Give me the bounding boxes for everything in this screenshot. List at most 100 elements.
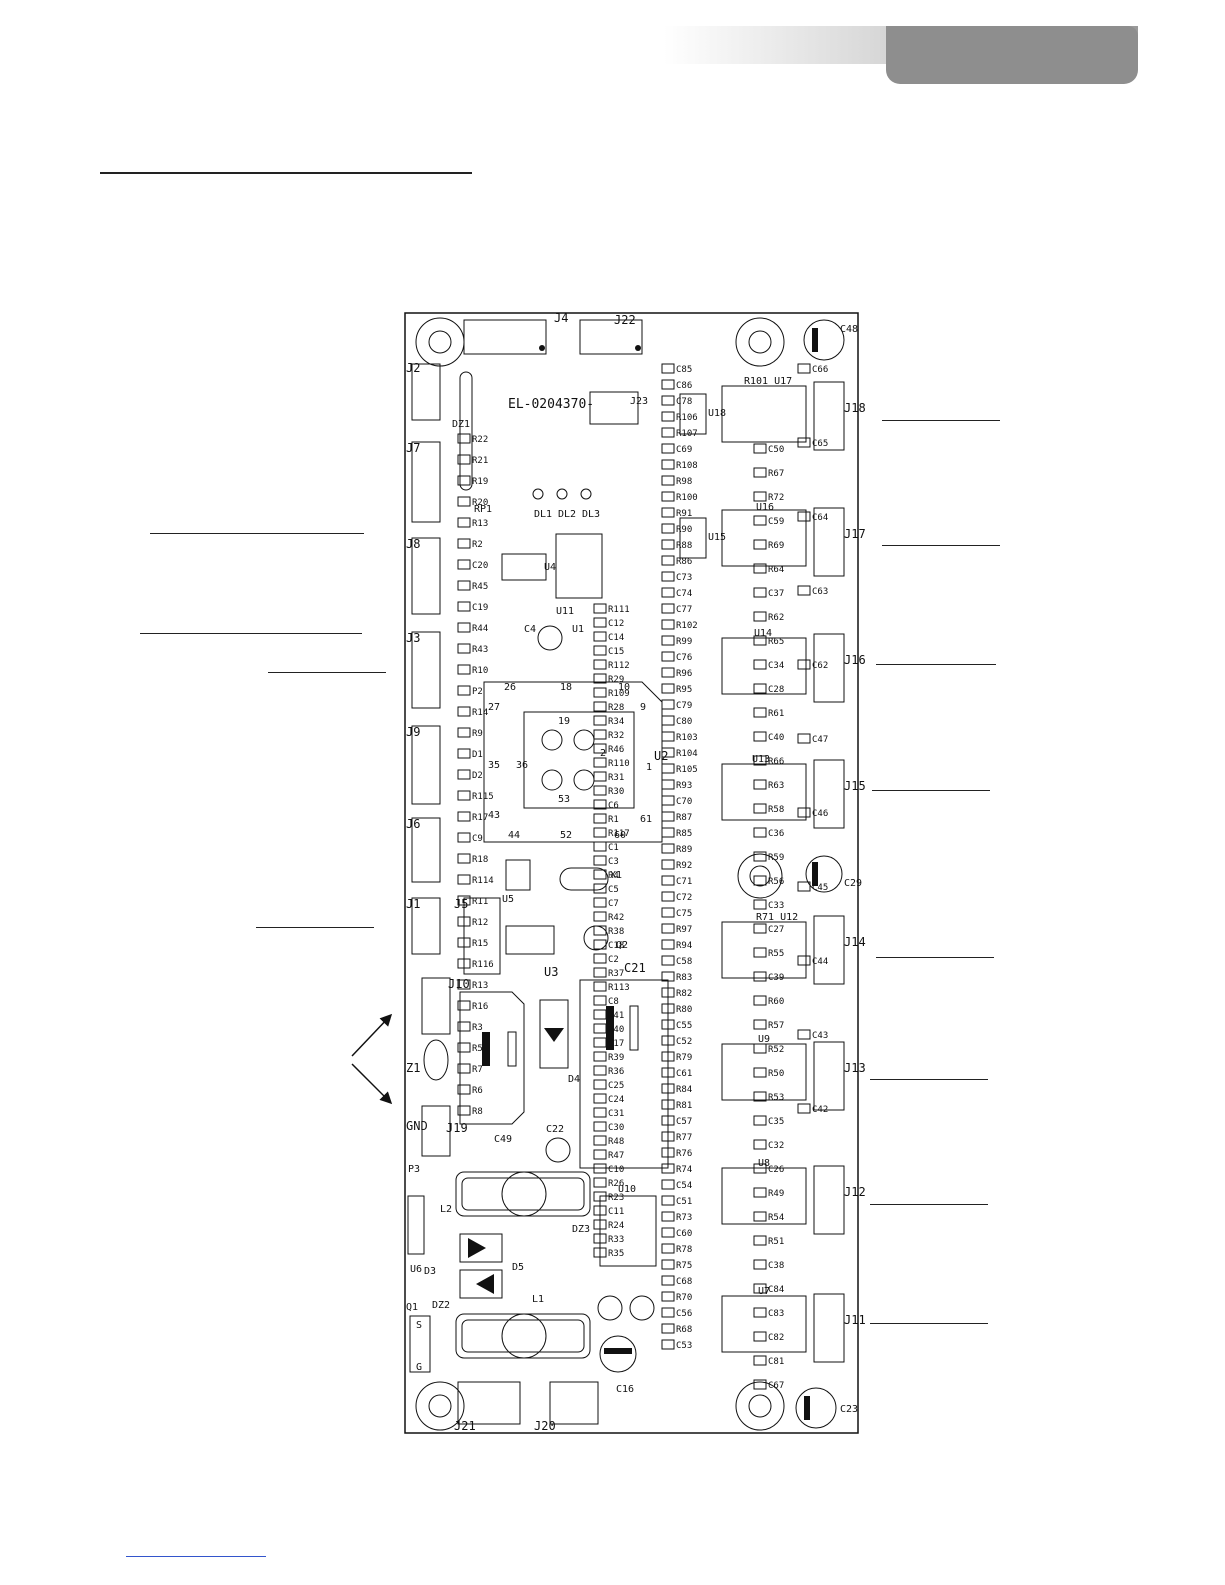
smd-ref-label: R34 [608, 717, 624, 727]
callout-line-j15 [872, 790, 990, 791]
smd-ref-label: R41 [608, 1011, 624, 1021]
smd-ref-label: C33 [768, 901, 784, 911]
smd-ref-label: R62 [768, 613, 784, 623]
label-j19: J19 [446, 1121, 468, 1135]
smd-pad [753, 1211, 767, 1222]
smd-ref-label: C69 [676, 445, 692, 455]
smd-pad [797, 881, 811, 892]
smd-ref-label: C79 [676, 701, 692, 711]
label-u6: U6 [410, 1264, 422, 1275]
smd-pad [661, 1147, 675, 1158]
smd-pad [661, 1291, 675, 1302]
smd-ref-label: R69 [768, 541, 784, 551]
smd-pad [661, 811, 675, 822]
smd-pad [593, 1149, 607, 1160]
smd-ref-label: C63 [812, 587, 828, 597]
smd-ref-label: C72 [676, 893, 692, 903]
smd-ref-label: C7 [608, 899, 619, 909]
smd-pad [457, 958, 471, 969]
smd-ref-label: R117 [608, 829, 630, 839]
smd-pad [661, 1115, 675, 1126]
smd-pad [661, 843, 675, 854]
mounting-hole-mid [737, 853, 783, 899]
smd-ref-label: R96 [676, 669, 692, 679]
smd-pad [797, 733, 811, 744]
cap-c4 [537, 625, 563, 651]
pcb-board: J4 J22 C48 J2 J7 J8 J3 J9 J6 J1 J5 J10 J… [404, 311, 866, 1434]
ic-u11 [555, 533, 603, 599]
smd-pad [797, 437, 811, 448]
smd-pad [661, 1099, 675, 1110]
transistor-q1 [409, 1315, 431, 1373]
smd-ref-label: C12 [608, 619, 624, 629]
smd-pad [661, 795, 675, 806]
label-d4: D4 [568, 1074, 580, 1085]
smd-ref-label: R85 [676, 829, 692, 839]
smd-ref-label: R28 [608, 703, 624, 713]
smd-ref-label: R4 [608, 871, 619, 881]
smd-pad [661, 363, 675, 374]
smd-ref-label: R11 [472, 897, 488, 907]
smd-pad [753, 899, 767, 910]
svg-text:61: 61 [640, 814, 652, 825]
smd-ref-label: R48 [608, 1137, 624, 1147]
smd-pad [661, 1131, 675, 1142]
smd-ref-label: R77 [676, 1133, 692, 1143]
smd-pad [457, 685, 471, 696]
smd-pad [457, 1000, 471, 1011]
smd-pad [753, 827, 767, 838]
smd-pad [661, 491, 675, 502]
smd-ref-label: C2 [608, 955, 619, 965]
smd-pad [593, 785, 607, 796]
label-u9: U9 [758, 1034, 770, 1045]
label-c23: C23 [840, 1404, 858, 1415]
smd-ref-label: R67 [768, 469, 784, 479]
smd-ref-label: R103 [676, 733, 698, 743]
smd-ref-label: R112 [608, 661, 630, 671]
smd-ref-label: R54 [768, 1213, 784, 1223]
mounting-hole-bl [415, 1381, 465, 1431]
smd-ref-label: C30 [608, 1123, 624, 1133]
smd-pad [593, 1163, 607, 1174]
smd-ref-label: R13 [472, 981, 488, 991]
smd-ref-label: R13 [472, 519, 488, 529]
smd-ref-label: C61 [676, 1069, 692, 1079]
smd-ref-label: P2 [472, 687, 483, 697]
smd-ref-label: C60 [676, 1229, 692, 1239]
cap-c23 [795, 1387, 837, 1429]
smd-ref-label: R113 [608, 983, 630, 993]
smd-pad [593, 715, 607, 726]
smd-pad [661, 1211, 675, 1222]
label-j15: J15 [844, 779, 866, 793]
label-q2: Q2 [616, 940, 628, 951]
smd-ref-label: R107 [676, 429, 698, 439]
smd-ref-label: R93 [676, 781, 692, 791]
smd-pad [593, 1135, 607, 1146]
smd-pad [661, 635, 675, 646]
smd-pad [457, 1042, 471, 1053]
smd-pad [661, 827, 675, 838]
left-small-parts: R22R21R19R20R13R2C20R45C19R44R43R10P2R14… [457, 433, 494, 1117]
smd-pad [753, 659, 767, 670]
smd-pad [661, 891, 675, 902]
smd-ref-label: R66 [768, 757, 784, 767]
label-c22: C22 [546, 1124, 564, 1135]
smd-pad [661, 459, 675, 470]
smd-ref-label: C9 [472, 834, 483, 844]
smd-ref-label: R24 [608, 1221, 624, 1231]
smd-pad [661, 379, 675, 390]
smd-pad [753, 755, 767, 766]
smd-pad [753, 1115, 767, 1126]
smd-pad [753, 1331, 767, 1342]
smd-pad [753, 851, 767, 862]
smd-ref-label: C73 [676, 573, 692, 583]
smd-ref-label: C77 [676, 605, 692, 615]
label-dz1: DZ1 [452, 419, 470, 430]
label-j20: J20 [534, 1419, 556, 1433]
smd-pad [753, 611, 767, 622]
smd-ref-label: R52 [768, 1045, 784, 1055]
right-connector-group [813, 381, 845, 1363]
footer-link-underline[interactable] [126, 1556, 266, 1557]
smd-pad [661, 699, 675, 710]
smd-pad [753, 1235, 767, 1246]
